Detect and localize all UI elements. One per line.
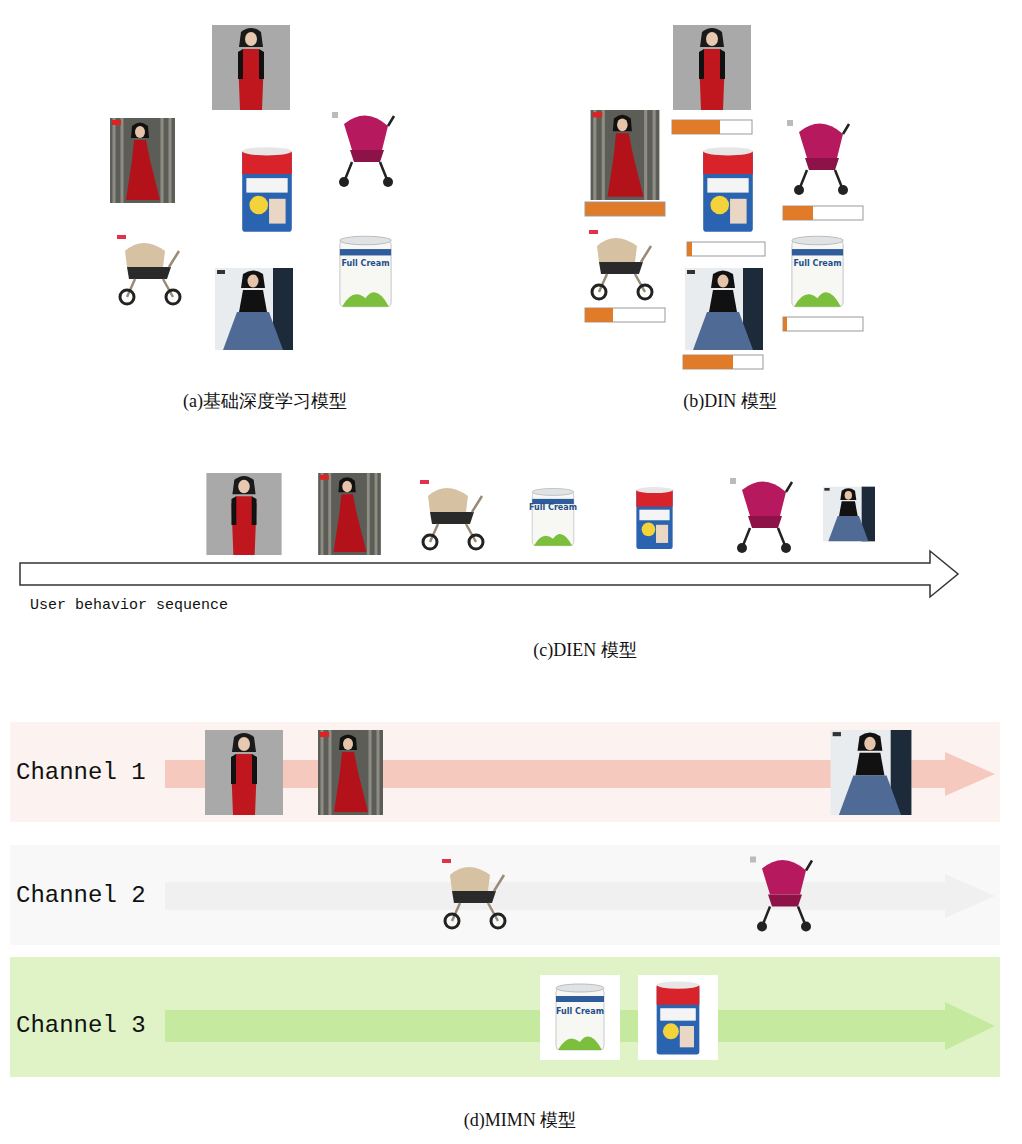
milk-can-photo — [556, 984, 604, 1050]
skirt-photo — [215, 268, 293, 350]
channel-label: Channel 2 — [16, 882, 146, 909]
attention-fill — [585, 308, 613, 322]
attention-fill — [783, 206, 813, 220]
panel-c — [20, 473, 958, 597]
attention-bar — [687, 242, 765, 256]
attention-fill — [672, 120, 720, 134]
skirt-photo — [831, 730, 912, 815]
panel-a — [110, 25, 394, 350]
long-dress-photo — [110, 118, 175, 203]
milk-can-photo — [657, 982, 700, 1055]
milk-can-photo — [340, 236, 391, 306]
stroller-photo — [442, 859, 505, 928]
panel-caption: (a)基础深度学习模型 — [183, 389, 347, 413]
channel-band: Channel 2 — [10, 845, 160, 945]
stroller-photo — [332, 112, 394, 187]
axis-label: User behavior sequence — [30, 597, 228, 614]
package-text: Full Cream — [529, 503, 577, 512]
package-text: Full Cream — [556, 1007, 604, 1016]
photo-card — [638, 975, 718, 1060]
red-dress-photo — [205, 730, 283, 815]
package-text: Full Cream — [341, 259, 389, 268]
stroller-photo — [117, 235, 180, 304]
attention-fill — [683, 355, 733, 369]
milk-can-photo — [636, 487, 672, 549]
channel-arrow — [165, 874, 995, 918]
stroller-photo — [787, 120, 849, 195]
sequence-arrow — [20, 551, 958, 597]
package-text: Full Cream — [793, 259, 841, 268]
skirt-photo — [823, 487, 875, 542]
attention-bar — [672, 120, 752, 134]
panel-caption: (c)DIEN 模型 — [533, 638, 636, 662]
panel-caption: (b)DIN 模型 — [683, 389, 776, 413]
attention-fill — [687, 242, 692, 256]
milk-can-photo — [532, 488, 574, 545]
attention-fill — [783, 317, 787, 331]
milk-can-photo — [703, 147, 753, 232]
stroller-photo — [750, 857, 812, 932]
channel-label: Channel 1 — [16, 759, 146, 786]
attention-bar — [585, 308, 665, 322]
channel-band: Channel 3 — [10, 965, 160, 1085]
panel-b — [585, 25, 863, 369]
channel-band: Channel 1 — [10, 722, 160, 822]
attention-bar — [683, 355, 763, 369]
channel-ground — [10, 957, 1000, 1077]
attention-bar — [783, 317, 863, 331]
long-dress-photo — [318, 473, 381, 555]
attention-bar — [783, 206, 863, 220]
milk-can-photo — [242, 147, 292, 232]
red-dress-photo — [673, 25, 751, 110]
skirt-photo — [685, 268, 763, 350]
channel-ground — [10, 722, 1000, 822]
red-dress-photo — [212, 25, 290, 110]
channel-ground — [10, 845, 1000, 945]
long-dress-photo — [591, 110, 660, 200]
panel-caption: (d)MIMN 模型 — [464, 1108, 577, 1132]
photo-card — [540, 975, 620, 1060]
stroller-photo — [589, 230, 652, 299]
red-dress-photo — [206, 473, 281, 555]
stroller-photo — [730, 478, 792, 553]
panel-d — [10, 722, 1000, 1077]
stroller-photo — [420, 480, 483, 549]
long-dress-photo — [318, 730, 383, 815]
milk-can-photo — [792, 236, 843, 306]
attention-bar — [585, 202, 665, 216]
channel-label: Channel 3 — [16, 1012, 146, 1039]
